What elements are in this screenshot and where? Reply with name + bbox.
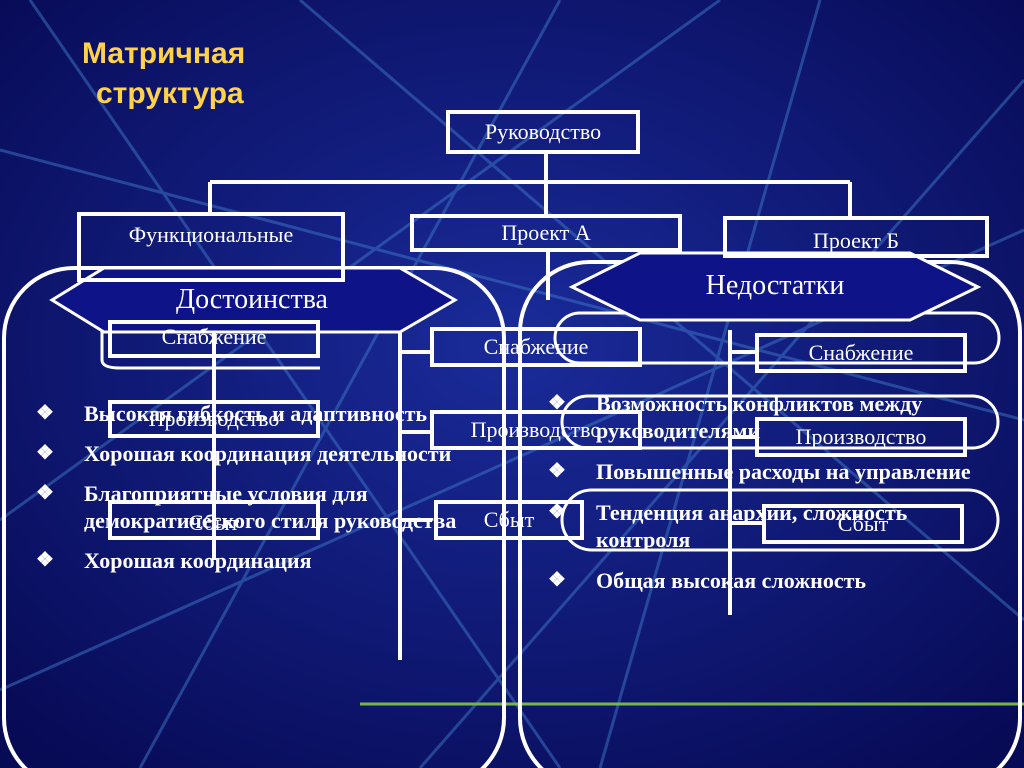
disadvantage-text: Повышенные расходы на управление [596,459,971,484]
diamond-bullet-icon: ❖ [36,549,54,571]
col2-sales-label: Сбыт [483,507,535,532]
functional-units-box: Функциональные [77,212,345,282]
col1-supply-label: Снабжение [161,324,267,349]
col2-production-label: Производство [470,417,602,442]
col3-supply-box: Снабжение [755,333,967,373]
advantages-header-shape [49,266,458,334]
function-lanes [100,311,1001,552]
advantages-list: ❖ Высокая гибкость и адаптивность ❖ Хороша… [36,400,476,587]
col3-production-box: Производство [755,417,967,457]
root-box: Руководство [446,110,640,154]
col1-production-box: Производство [108,400,320,438]
list-item: ❖ Хорошая координация деятельности [36,440,476,467]
col2-supply-label: Снабжение [483,334,589,359]
list-item: ❖ Хорошая координация [36,547,476,574]
diamond-bullet-icon: ❖ [548,501,566,523]
disadvantages-header-label: Недостатки [705,270,845,301]
col3-production-label: Производство [795,424,927,449]
disadvantage-text: Общая высокая сложность [596,568,867,593]
disadvantage-text: Тенденция анархии, сложность контроля [596,500,908,552]
org-connectors [208,150,852,660]
list-item: ❖ Благоприятные условия для демократическ… [36,480,476,534]
col1-sales-label: Сбыт [188,510,240,535]
advantages-header-label: Достоинства [175,284,328,315]
project-b-label: Проект Б [812,228,900,253]
list-item: ❖ Возможность конфликтов между руководите… [548,390,988,444]
disadvantages-list: ❖ Возможность конфликтов между руководите… [548,390,988,608]
disadvantage-text: Возможность конфликтов между руководител… [596,391,923,443]
diamond-bullet-icon: ❖ [36,442,54,464]
slide-title: Матричная структура [82,34,245,114]
col3-sales-label: Сбыт [837,511,889,536]
diamond-bullet-icon: ❖ [548,460,566,482]
diamond-bullet-icon: ❖ [36,402,54,424]
list-item: ❖ Тенденция анархии, сложность контроля [548,499,988,553]
col2-production-box: Производство [430,410,642,450]
col1-sales-box: Сбыт [108,500,320,540]
project-a-label: Проект А [501,220,591,245]
list-item: ❖ Повышенные расходы на управление [548,458,988,485]
project-a-box: Проект А [410,214,682,252]
advantage-text: Хорошая координация деятельности [84,441,452,466]
col2-sales-box: Сбыт [434,500,584,540]
col1-supply-box: Снабжение [108,320,320,358]
advantage-text: Благоприятные условия для демократическо… [84,481,457,533]
col1-production-label: Производство [148,406,280,431]
functional-units-label: Функциональные [128,222,294,247]
project-b-box: Проект Б [723,216,989,258]
diamond-bullet-icon: ❖ [548,569,566,591]
col3-sales-box: Сбыт [762,504,964,544]
advantage-text: Хорошая координация [84,548,312,573]
diamond-bullet-icon: ❖ [548,392,566,414]
list-item: ❖ Общая высокая сложность [548,567,988,594]
list-item: ❖ Высокая гибкость и адаптивность [36,400,476,427]
advantages-header: Достоинства [104,270,400,330]
col2-supply-box: Снабжение [430,327,642,367]
advantage-text: Высокая гибкость и адаптивность [84,401,428,426]
title-line-2: структура [96,77,244,110]
root-label: Руководство [484,119,602,144]
diamond-bullet-icon: ❖ [36,482,54,504]
disadvantages-header: Недостатки [640,255,910,317]
disadvantages-header-shape [568,251,982,322]
col3-supply-label: Снабжение [808,340,914,365]
title-line-1: Матричная [82,37,246,70]
